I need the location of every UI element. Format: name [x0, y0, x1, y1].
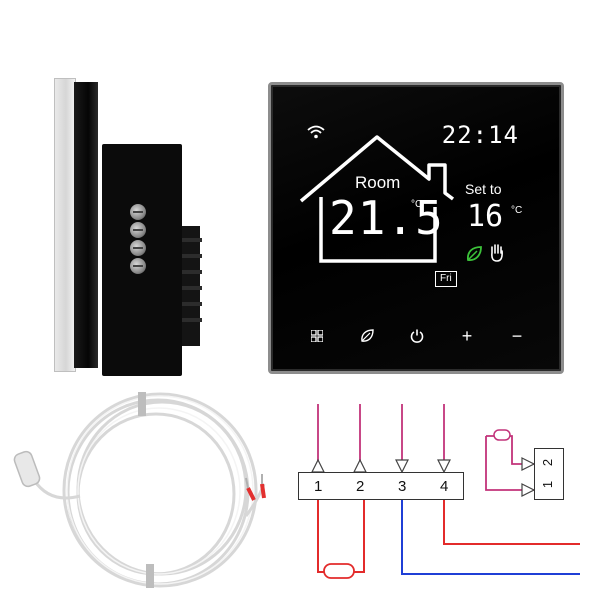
- leaf-icon: [361, 329, 374, 342]
- thermostat-screen: Room 21.5 °C 22:14 Set to 16 °C Fri + −: [268, 82, 564, 374]
- wiring-diagram: 1 2 3 4 1 2: [290, 396, 580, 586]
- terminal-1: 1: [314, 478, 323, 495]
- side-glass-panel: [74, 82, 98, 368]
- menu-button[interactable]: [303, 325, 331, 347]
- hand-manual-icon: [491, 244, 503, 262]
- room-label: Room: [355, 173, 401, 192]
- increase-button[interactable]: +: [461, 325, 473, 346]
- terminal-2: 2: [356, 478, 365, 495]
- set-to-label: Set to: [465, 181, 502, 197]
- sensor-terminal-1: 1: [540, 480, 556, 489]
- screw-terminal: [130, 222, 146, 238]
- screw-terminal: [130, 258, 146, 274]
- menu-icon: [311, 330, 323, 342]
- cable-tie: [138, 392, 146, 416]
- temperature-probe: [13, 450, 41, 488]
- side-frame: [54, 78, 76, 372]
- cable-tie: [146, 564, 154, 588]
- eco-mode-button[interactable]: [353, 325, 381, 347]
- clock-time: 22:14: [441, 121, 519, 149]
- terminal-4: 4: [440, 478, 449, 495]
- eco-leaf-icon: [467, 246, 482, 261]
- sensor-cable-coil: [13, 392, 266, 588]
- cable-ferrule-ends: [245, 474, 266, 501]
- terminal-3: 3: [398, 478, 407, 495]
- screw-terminal: [130, 204, 146, 220]
- wifi-icon: [307, 125, 325, 139]
- set-temperature-unit: °C: [511, 205, 523, 216]
- weekday-badge: Fri: [435, 271, 457, 287]
- room-temperature: 21.5: [329, 191, 444, 245]
- room-temperature-unit: °C: [411, 199, 423, 210]
- set-temperature: 16: [467, 199, 504, 234]
- power-icon: [410, 329, 424, 343]
- thermostat-terminal-block: 1 2 3 4: [298, 472, 464, 500]
- screw-terminal: [130, 240, 146, 256]
- thermostat-side-profile: [54, 78, 204, 376]
- wiring-lines: [311, 404, 580, 579]
- house-outline-icon: [299, 135, 455, 263]
- power-button[interactable]: [403, 325, 431, 347]
- sensor-terminal-2: 2: [540, 458, 556, 467]
- sensor-terminal-block: 1 2: [534, 448, 564, 500]
- decrease-button[interactable]: −: [511, 325, 523, 346]
